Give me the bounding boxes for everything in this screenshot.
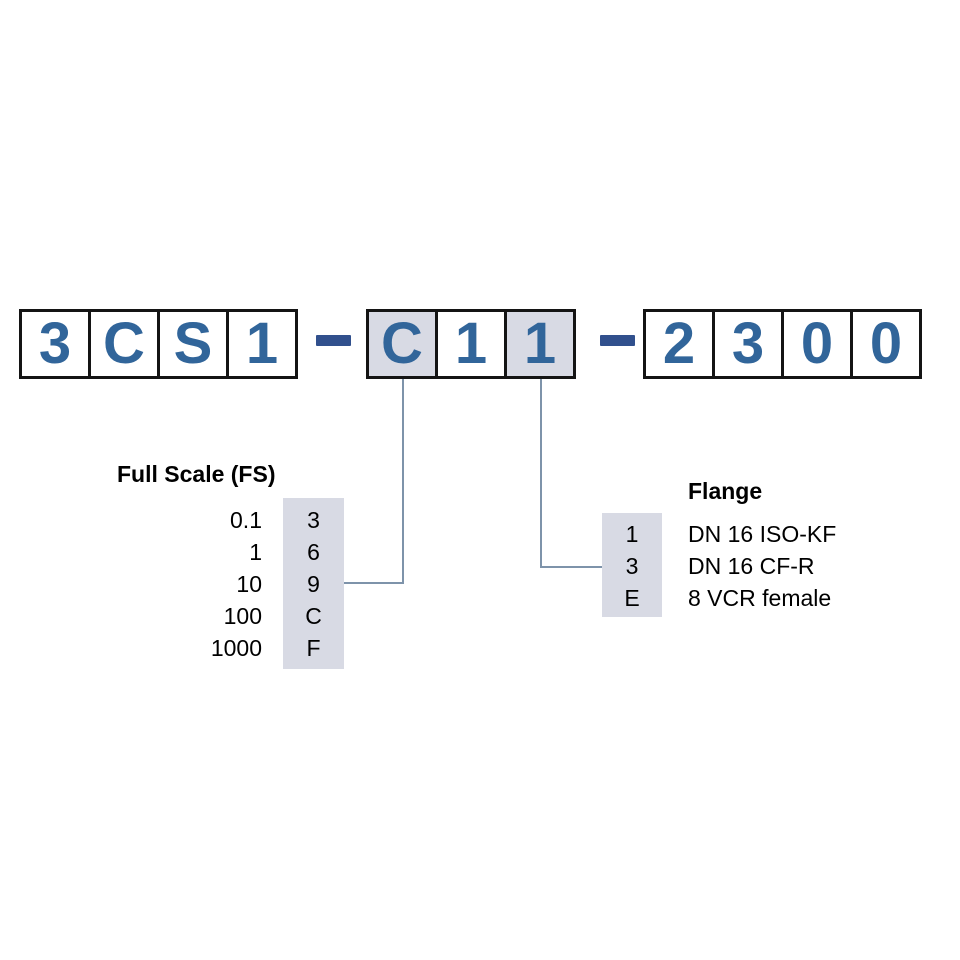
flange-label: DN 16 ISO-KF xyxy=(688,520,837,547)
dash-separator-1 xyxy=(316,335,351,346)
code-box-flange-highlighted: 1 xyxy=(504,309,576,379)
flange-label: 8 VCR female xyxy=(688,584,832,611)
full-scale-code: 3 xyxy=(307,506,320,533)
full-scale-value: 1 xyxy=(249,538,262,565)
connector-line-flange xyxy=(540,379,604,568)
flange-code-column-highlight xyxy=(602,513,662,617)
code-box: 1 xyxy=(435,309,507,379)
full-scale-code: F xyxy=(306,634,321,661)
code-box: C xyxy=(88,309,160,379)
full-scale-code: 6 xyxy=(307,538,320,565)
part-number-group-options: C 1 1 xyxy=(366,309,576,379)
table-row: 3 DN 16 CF-R xyxy=(602,550,836,582)
code-box: 3 xyxy=(712,309,784,379)
code-box: S xyxy=(157,309,229,379)
flange-code: 3 xyxy=(625,552,639,579)
flange-title: Flange xyxy=(688,478,763,504)
connector-line-full-scale xyxy=(344,379,404,584)
table-row: 1000 F xyxy=(100,632,344,664)
code-box: 0 xyxy=(781,309,853,379)
full-scale-value: 100 xyxy=(223,602,262,629)
table-row: E 8 VCR female xyxy=(602,582,836,614)
table-row: 0.1 3 xyxy=(100,504,344,536)
table-row: 1 DN 16 ISO-KF xyxy=(602,518,837,550)
part-number-group-suffix: 2 3 0 0 xyxy=(643,309,922,379)
full-scale-code-column-highlight xyxy=(283,498,344,669)
full-scale-code: C xyxy=(305,602,322,629)
code-box: 3 xyxy=(19,309,91,379)
table-row: 100 C xyxy=(100,600,344,632)
flange-table: 1 DN 16 ISO-KF 3 DN 16 CF-R E 8 VCR fema… xyxy=(602,518,836,614)
full-scale-code: 9 xyxy=(307,570,320,597)
full-scale-value: 1000 xyxy=(210,634,262,661)
full-scale-value: 0.1 xyxy=(230,506,262,533)
code-box: 2 xyxy=(643,309,715,379)
dash-separator-2 xyxy=(600,335,635,346)
flange-label: DN 16 CF-R xyxy=(688,552,815,579)
table-row: 10 9 xyxy=(100,568,344,600)
full-scale-title: Full Scale (FS) xyxy=(117,461,276,487)
flange-code: E xyxy=(624,584,640,611)
code-box: 0 xyxy=(850,309,922,379)
table-row: 1 6 xyxy=(100,536,344,568)
code-box: 1 xyxy=(226,309,298,379)
full-scale-table: 0.1 3 1 6 10 9 100 C 1000 F xyxy=(100,504,344,664)
code-box-full-scale-highlighted: C xyxy=(366,309,438,379)
flange-code: 1 xyxy=(625,520,639,547)
part-number-group-model: 3 C S 1 xyxy=(19,309,298,379)
full-scale-value: 10 xyxy=(236,570,262,597)
